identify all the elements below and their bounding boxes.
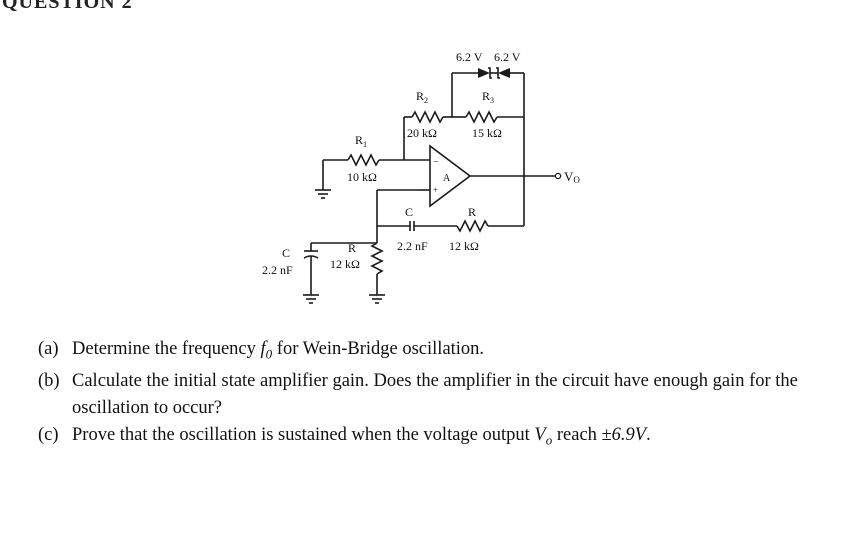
shunt-c-name: C xyxy=(282,246,290,260)
question-c: (c) Prove that the oscillation is sustai… xyxy=(38,422,848,454)
shunt-rc-branch xyxy=(303,242,385,304)
feedback-network xyxy=(403,67,525,176)
ground-icon xyxy=(369,294,385,304)
question-a-label: (a) xyxy=(38,339,59,359)
r2-value: 20 kΩ xyxy=(407,126,437,140)
r3-value: 15 kΩ xyxy=(472,126,502,140)
question-list: (a) Determine the frequency f0 for Wein-… xyxy=(38,336,848,453)
zener1-label: 6.2 V xyxy=(456,50,483,64)
series-r-name: R xyxy=(468,205,476,219)
r2-name: R2 xyxy=(416,89,428,105)
question-a: (a) Determine the frequency f0 for Wein-… xyxy=(38,336,848,368)
series-c-value: 2.2 nF xyxy=(397,239,428,253)
r1-ground-branch xyxy=(315,153,404,199)
output-voltage-symbol: Vo xyxy=(534,424,553,448)
wein-bridge-circuit: 6.2 V 6.2 V R2 20 kΩ R3 15 kΩ R1 10 kΩ −… xyxy=(262,50,580,304)
shunt-r-name: R xyxy=(348,241,356,255)
r1-value: 10 kΩ xyxy=(347,170,377,184)
question-header: QUESTION 2 xyxy=(2,0,133,13)
series-c-name: C xyxy=(405,205,413,219)
r1-resistor xyxy=(347,153,380,167)
zener2-label: 6.2 V xyxy=(494,50,521,64)
r3-name: R3 xyxy=(482,89,494,105)
shunt-resistor xyxy=(370,242,384,275)
question-c-label: (c) xyxy=(38,424,59,445)
shunt-r-value: 12 kΩ xyxy=(330,257,360,271)
series-resistor xyxy=(456,219,489,233)
series-r-value: 12 kΩ xyxy=(449,239,479,253)
output-voltage-value: ±6.9V xyxy=(601,424,647,445)
zener-diode-pair xyxy=(478,67,524,79)
ground-icon xyxy=(303,294,319,304)
output-terminal xyxy=(554,172,562,180)
ground-icon xyxy=(315,189,331,199)
frequency-symbol: f0 xyxy=(260,339,273,362)
opamp-label: A xyxy=(443,173,451,184)
question-b: (b) Calculate the initial state amplifie… xyxy=(38,368,848,422)
question-b-label: (b) xyxy=(38,370,60,391)
opamp-plus-label: + xyxy=(433,185,438,195)
output-label: VO xyxy=(564,169,580,185)
r1-name: R1 xyxy=(355,133,367,149)
shunt-c-value: 2.2 nF xyxy=(262,263,293,277)
series-rc-branch xyxy=(376,176,525,243)
r3-resistor xyxy=(465,110,498,124)
op-amp xyxy=(418,144,562,208)
r2-resistor xyxy=(411,110,444,124)
opamp-minus-label: − xyxy=(433,157,439,168)
